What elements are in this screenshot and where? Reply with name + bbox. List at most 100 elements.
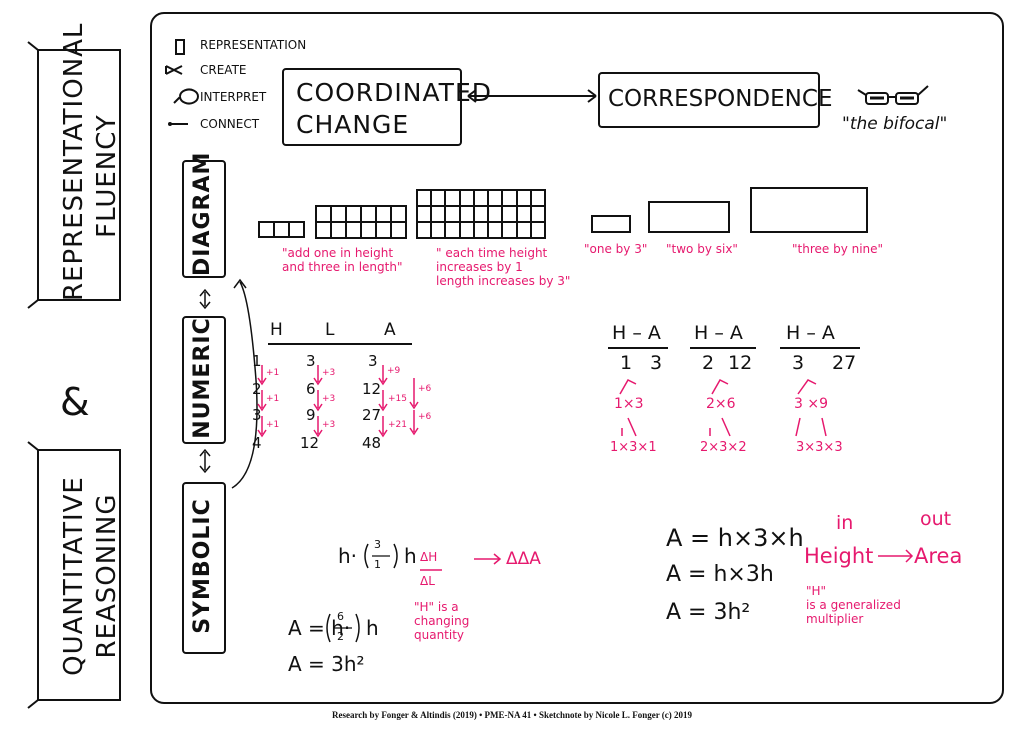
frac2-den: 2 [337,630,344,643]
a-diff: +9 [387,366,401,376]
note-three-by-nine: "three by nine" [792,242,884,256]
h-diff: +1 [266,368,280,378]
table-header-l: L [325,320,335,340]
bottom-banner [37,449,121,701]
height-area-arrow-icon [878,549,914,563]
corr-pair-a: 27 [832,352,857,374]
corr-factor-full: 3×3×3 [796,440,843,455]
side-title-top-line2: FLUENCY [92,114,122,238]
corr-header: H – A [786,322,835,344]
representation-icon [175,39,185,55]
table-cell: 27 [362,406,382,424]
table-header-h: H [270,320,283,340]
correspondence-box: CORRESPONDENCE [598,72,832,128]
bifocal-label: "the bifocal" [842,114,948,134]
coordinated-change-line1: COORDINATED [296,78,492,107]
main-frame [150,12,1004,704]
table-cell: 6 [306,380,316,398]
delta-arrow-icon [474,553,502,565]
top-banner [37,49,121,301]
grid-2x6 [315,205,407,239]
area-label: Area [914,544,963,568]
generalized-multiplier-note: "H" is a generalized multiplier [806,584,901,626]
side-title-bottom-line2: REASONING [92,493,122,659]
in-label: in [836,512,854,534]
corr-header: H – A [694,322,743,344]
correspondence-title: CORRESPONDENCE [608,86,833,112]
changing-quantity-note: "H" is a changing quantity [414,600,470,642]
frac2-num: 6 [337,610,344,623]
grid-1x3 [258,221,305,238]
create-icon [165,65,183,75]
legend-connect: CONNECT [200,117,260,131]
diagram-label: DIAGRAM [190,151,215,276]
corr-pair-a: 3 [650,352,663,374]
table-cell: 3 [368,352,378,370]
double-arrow-icon [467,89,597,103]
corr-pair-h: 3 [792,352,805,374]
table-cell: 3 [306,352,316,370]
corr-factor: 2×6 [706,396,736,412]
out-label: out [920,508,952,530]
frac1-den: 1 [374,558,381,571]
table-cell: 48 [362,434,382,452]
sym-left-line2: A = h· [288,616,351,640]
corr-branches [619,379,827,437]
sym-left-line1: h· [338,544,358,568]
coordinated-change-box: COORDINATED CHANGE [282,68,491,146]
sym-right-line1: A = h×3×h [666,524,804,552]
rect-3x9 [750,187,868,233]
a-diff: +15 [388,394,407,404]
side-title-top-line1: REPRESENTATIONAL [59,22,89,301]
cc-note-2: " each time height increases by 1 length… [436,246,571,288]
a-second-diff: +6 [418,384,432,394]
side-title-bottom-line1: QUANTITATIVE [59,476,89,676]
sym-left-line2-post: h [366,616,379,640]
corr-pair-a: 12 [728,352,753,374]
symbolic-diagram-arrow [231,278,258,489]
legend-representation: REPRESENTATION [200,38,307,52]
sym-right-line2: A = h×3h [666,562,774,587]
footer-credit: Research by Fonger & Altindis (2019) • P… [331,710,693,720]
a-second-diff: +6 [418,412,432,422]
corr-factor-full: 1×3×1 [610,440,657,455]
legend-interpret: INTERPRET [200,90,267,104]
rect-1x3 [591,215,631,233]
legend-create: CREATE [200,63,247,77]
h-diff: +1 [266,394,280,404]
corr-header: H – A [612,322,661,344]
table-cell: 2 [252,380,262,398]
numeric-box: NUMERIC [182,316,226,444]
height-label: Height [804,544,874,568]
delta-l: ΔL [420,574,435,588]
coordinated-change-line2: CHANGE [296,110,410,139]
interpret-icon [173,88,199,105]
diagram-box: DIAGRAM [182,151,226,278]
sym-right-line3: A = 3h² [666,600,751,625]
table-cell: 1 [252,352,262,370]
diagram-numeric-arrow [199,288,211,310]
table-cell: 12 [300,434,320,452]
table-cell: 9 [306,406,316,424]
numeric-label: NUMERIC [190,317,215,439]
corr-pair-h: 2 [702,352,715,374]
table-cell: 4 [252,434,262,452]
numeric-symbolic-arrow [199,448,211,474]
corr-factor: 1×3 [614,396,644,412]
rect-2x6 [648,201,730,233]
frac1-num: 3 [374,538,381,551]
glasses-icon [857,85,929,105]
corr-factor: 3 ×9 [794,396,828,412]
note-one-by-three: "one by 3" [584,242,648,256]
cc-note-1: "add one in height and three in length" [282,246,403,274]
table-header-a: A [384,320,396,340]
sym-left-line1-post: h [404,544,417,568]
l-diff: +3 [322,394,336,404]
corr-factor-full: 2×3×2 [700,440,747,455]
diff-arrows [257,365,419,438]
symbolic-label: SYMBOLIC [190,498,215,634]
l-diff: +3 [322,368,336,378]
ampersand: & [60,380,90,424]
